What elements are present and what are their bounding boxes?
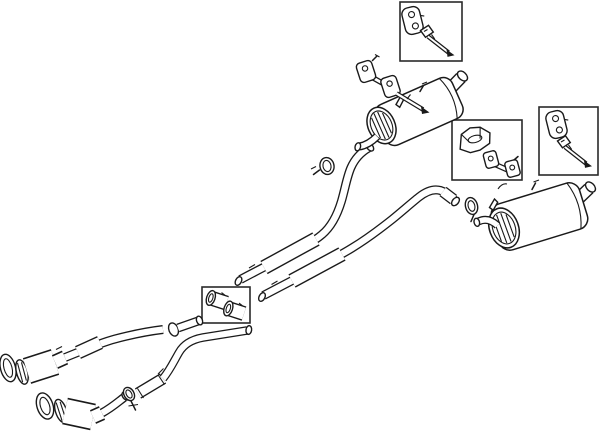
muffler-right-assembly	[464, 179, 597, 251]
hanger-rod-icon	[556, 134, 592, 168]
cat-converter-left-assembly	[0, 315, 204, 385]
clamp-at-right-cat	[122, 386, 139, 411]
rubber-insulator-icon	[545, 109, 569, 140]
clamp-box	[201, 286, 251, 324]
hardware-box-rear-left	[399, 1, 463, 62]
right-cat-extension-pipe	[134, 324, 253, 399]
cat-inlet-flange	[15, 359, 29, 385]
hardware-box-rear-right	[538, 106, 599, 176]
muffler-front-face	[487, 207, 521, 249]
hardware-box-center	[451, 119, 523, 181]
muffler-bracket-icon	[459, 126, 491, 154]
ball-flange	[167, 322, 180, 337]
muffler-hanger-bracket	[355, 54, 430, 114]
support-bar-with-insulators-icon	[482, 150, 521, 178]
band-clamp-icon	[222, 300, 247, 321]
flange-gasket-icon	[35, 392, 55, 420]
hanger-rod-icon	[419, 24, 455, 57]
hanger-tab	[488, 197, 499, 212]
muffler-inlet-stub	[473, 215, 501, 229]
floating-clamp	[310, 156, 335, 176]
rubber-insulator-icon	[401, 5, 425, 36]
inlet-clamp	[464, 196, 479, 223]
band-clamp-icon	[205, 289, 229, 311]
muffler-inlet-stub	[354, 133, 380, 152]
intermediate-pipe-right	[257, 185, 461, 302]
cat-converter-right-assembly	[35, 391, 130, 431]
muffler-left-assembly	[354, 54, 469, 152]
intermediate-pipe-left	[234, 142, 375, 286]
